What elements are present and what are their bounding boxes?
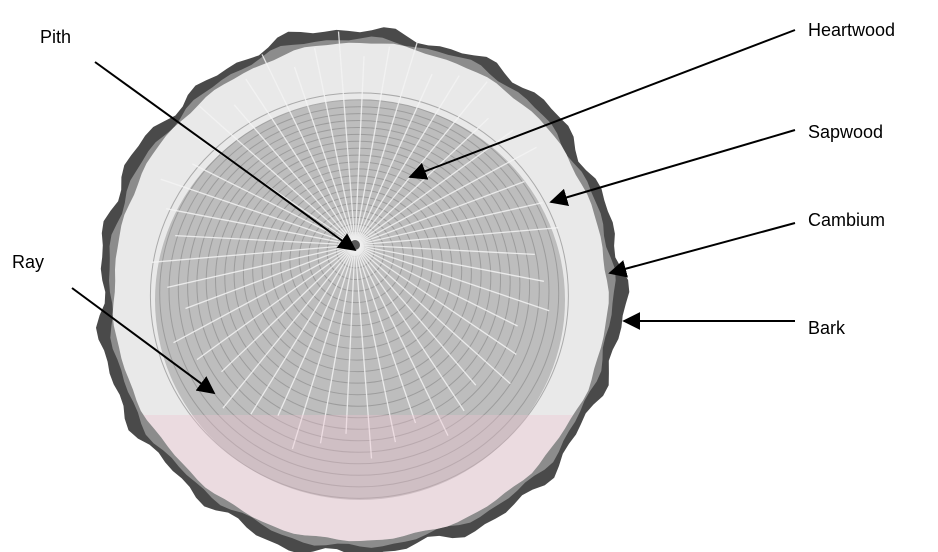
cambium-arrow	[610, 223, 795, 273]
heartwood-label: Heartwood	[808, 21, 895, 39]
pith-label: Pith	[40, 28, 71, 46]
sapwood-arrow	[551, 130, 795, 202]
bark-label: Bark	[808, 319, 845, 337]
cambium-label: Cambium	[808, 211, 885, 229]
ray-label: Ray	[12, 253, 44, 271]
sapwood-label: Sapwood	[808, 123, 883, 141]
